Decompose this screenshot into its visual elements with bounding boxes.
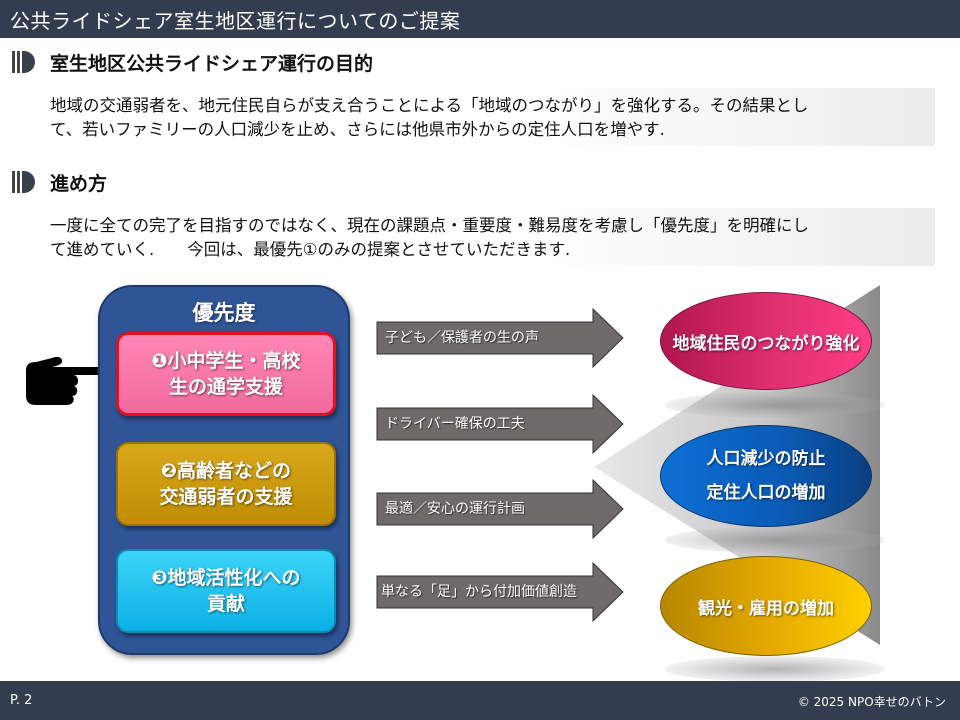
goal-shadow bbox=[665, 392, 885, 418]
title-bar: 公共ライドシェア室生地区運行についてのご提案 bbox=[0, 0, 960, 38]
approach-arrow-2: ドライバー確保の工夫 bbox=[375, 394, 625, 454]
section-heading-label: 室生地区公共ライドシェア運行の目的 bbox=[50, 52, 374, 75]
goal-label: 人口減少の防止 bbox=[706, 449, 826, 469]
approach-label: 最適／安心の運行計画 bbox=[385, 501, 525, 517]
footer: P. 2 © 2025 NPO幸せのバトン bbox=[0, 681, 960, 720]
text-line: 一度に全ての完了を目指すのではなく、現在の課題点・重要度・難易度を考慮し「優先度… bbox=[50, 216, 809, 235]
section-heading-label: 進め方 bbox=[50, 172, 108, 195]
approach-arrow-1: 子ども／保護者の生の声 bbox=[375, 308, 625, 368]
priority-item-line: ❷高齢者などの bbox=[160, 460, 292, 482]
page-title: 公共ライドシェア室生地区運行についてのご提案 bbox=[10, 9, 461, 33]
priority-item-line: ❸地域活性化への bbox=[151, 567, 301, 589]
section-marker-icon bbox=[10, 171, 38, 193]
purpose-text: 地域の交通弱者を、地元住民自らが支え合うことによる「地域のつながり」を強化する。… bbox=[36, 88, 935, 146]
approach-arrow-3: 最適／安心の運行計画 bbox=[375, 479, 625, 539]
approach-arrow-4: 単なる「足」から付加価値創造 bbox=[375, 562, 625, 622]
priority-item-line: 貢献 bbox=[206, 593, 245, 615]
pointing-hand-icon bbox=[22, 352, 110, 412]
copyright: © 2025 NPO幸せのバトン bbox=[797, 695, 946, 709]
priority-item-line: ❶小中学生・高校 bbox=[151, 350, 301, 372]
approach-label: 子ども／保護者の生の声 bbox=[385, 330, 539, 346]
priority-panel: 優先度 ❶小中学生・高校 生の通学支援 ❷高齢者などの 交通弱者の支援 ❸地域活… bbox=[98, 285, 350, 655]
priority-title: 優先度 bbox=[192, 301, 256, 325]
text-line: て進めていく. 今回は、最優先①のみの提案とさせていただきます. bbox=[50, 240, 571, 259]
goal-community-bonds: 地域住民のつながり強化 bbox=[660, 292, 872, 390]
goal-label: 定住人口の増加 bbox=[706, 483, 826, 503]
approach-text: 一度に全ての完了を目指すのではなく、現在の課題点・重要度・難易度を考慮し「優先度… bbox=[36, 208, 935, 266]
text-line: て、若いファミリーの人口減少を止め、さらには他県市外からの定住人口を増やす. bbox=[50, 120, 665, 139]
priority-item-2[interactable]: ❷高齢者などの 交通弱者の支援 bbox=[116, 442, 336, 526]
goal-population: 人口減少の防止 定住人口の増加 bbox=[660, 425, 872, 527]
goal-label: 観光・雇用の増加 bbox=[698, 598, 834, 619]
page-number: P. 2 bbox=[10, 693, 33, 708]
priority-item-3[interactable]: ❸地域活性化への 貢献 bbox=[116, 549, 336, 633]
approach-label: ドライバー確保の工夫 bbox=[385, 416, 525, 432]
section-heading-purpose: 室生地区公共ライドシェア運行の目的 bbox=[10, 48, 373, 76]
approach-label: 単なる「足」から付加価値創造 bbox=[381, 584, 577, 600]
text-line: 地域の交通弱者を、地元住民自らが支え合うことによる「地域のつながり」を強化する。… bbox=[50, 96, 809, 115]
priority-item-line: 交通弱者の支援 bbox=[159, 486, 293, 508]
goal-label: 地域住民のつながり強化 bbox=[672, 333, 860, 354]
goal-tourism-employment: 観光・雇用の増加 bbox=[660, 556, 872, 656]
priority-item-line: 生の通学支援 bbox=[168, 376, 283, 398]
section-marker-icon bbox=[10, 51, 38, 73]
goal-shadow bbox=[665, 656, 885, 682]
priority-item-1[interactable]: ❶小中学生・高校 生の通学支援 bbox=[116, 332, 336, 416]
section-heading-approach: 進め方 bbox=[10, 168, 107, 196]
goal-shadow bbox=[665, 527, 885, 553]
